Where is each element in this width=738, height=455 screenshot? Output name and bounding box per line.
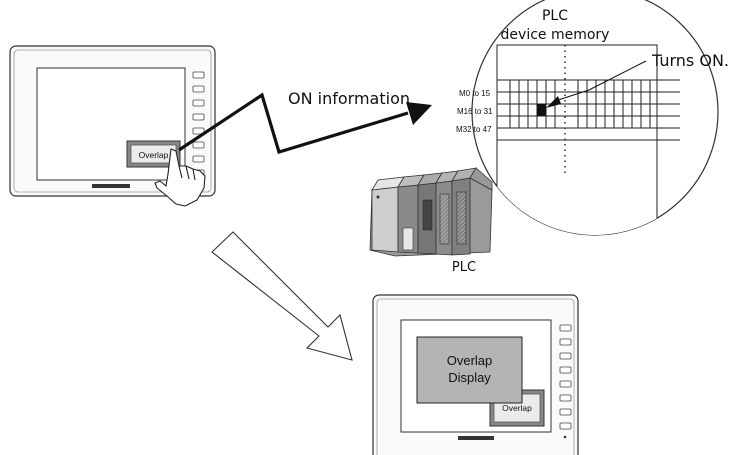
- brand-plate-after: [458, 436, 494, 440]
- memory-row-label-2: M32 to 47: [456, 125, 492, 134]
- on-information-arrow: [178, 92, 432, 154]
- transition-arrow: [211, 231, 353, 361]
- overlap-display-window: Overlap Display: [416, 336, 523, 404]
- overlap-button[interactable]: Overlap: [126, 140, 181, 168]
- device-memory-bubble: PLC device memory M0 to 15 M16 to 31 M32…: [456, 0, 719, 236]
- memory-row-label-0: M0 to 15: [459, 89, 491, 98]
- memory-row-label-1: M16 to 31: [457, 107, 493, 116]
- turns-on-pointer: [546, 60, 647, 108]
- overlap-display-line2: Display: [448, 370, 491, 385]
- overlap-button-label: Overlap: [139, 150, 169, 160]
- touch-panel-after: Overlap Overlap Display: [372, 294, 579, 455]
- plc-memory-title-line2: device memory: [501, 27, 610, 43]
- bit-on-cell: [537, 104, 546, 116]
- function-keys-after: [559, 324, 572, 430]
- overlap-button-after-label: Overlap: [502, 403, 532, 413]
- memory-grid: [497, 79, 680, 141]
- on-information-label: ON information: [288, 89, 410, 108]
- turns-on-label: Turns ON.: [651, 51, 729, 70]
- plc-memory-title-line1: PLC: [542, 8, 568, 24]
- brand-plate: [92, 184, 130, 188]
- touch-panel-before: Overlap: [9, 45, 216, 207]
- overlap-display-line1: Overlap: [447, 353, 493, 368]
- plc-label: PLC: [452, 260, 476, 275]
- pointing-hand-icon: [154, 148, 206, 207]
- plc-unit-icon: [369, 167, 493, 257]
